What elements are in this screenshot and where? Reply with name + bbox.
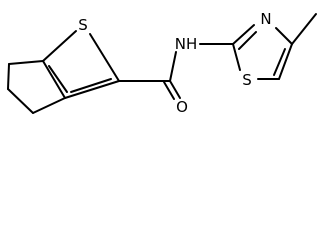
bond <box>275 27 293 45</box>
bond <box>89 33 120 82</box>
thiazole-ring <box>232 13 317 80</box>
atom-label-thiazole-nitrogen: N <box>260 10 271 28</box>
bond <box>238 31 257 50</box>
atom-label-amide-nitrogen: NH <box>175 35 198 53</box>
bond <box>278 43 293 80</box>
atom-label-carbonyl-oxygen: O <box>176 98 188 116</box>
bond <box>64 80 120 99</box>
atom-label-thiazole-sulfur: S <box>242 71 252 89</box>
chemical-structure-diagram: S NH O N S <box>7 10 317 116</box>
bond <box>232 24 255 45</box>
bond <box>48 65 68 93</box>
bond <box>273 48 286 76</box>
bond <box>70 78 112 93</box>
cyclopentane-ring <box>7 60 66 114</box>
bond <box>42 30 77 62</box>
bond <box>169 80 181 99</box>
bond <box>7 88 34 114</box>
bond <box>42 60 66 99</box>
bond <box>32 97 66 114</box>
bond <box>291 13 317 45</box>
bond <box>7 63 10 90</box>
bond <box>8 60 44 65</box>
bond <box>232 43 241 71</box>
thiophene-ring <box>42 30 120 99</box>
bond <box>169 51 177 82</box>
atom-label-thiophene-sulfur: S <box>78 16 88 34</box>
bond <box>163 81 175 100</box>
amide-group <box>118 43 234 100</box>
